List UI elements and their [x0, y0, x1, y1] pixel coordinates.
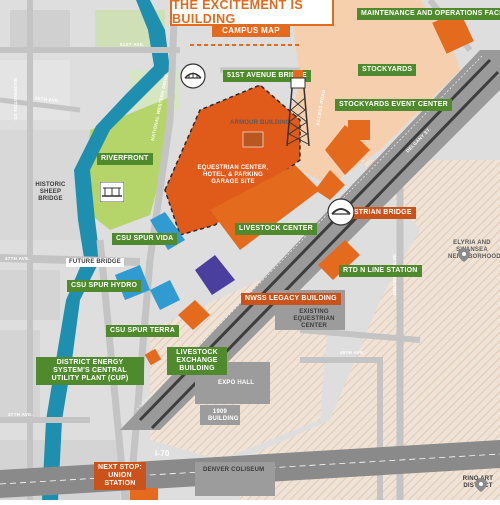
label-district-energy: DISTRICT ENERGY SYSTEM'S CENTRAL UTILITY… — [36, 357, 144, 385]
label-maintenance: MAINTENANCE AND OPERATIONS FACILITY — [357, 8, 500, 20]
map-subtitle: CAMPUS MAP — [212, 24, 290, 37]
label-livestock-center: LIVESTOCK CENTER — [235, 223, 317, 235]
label-rtd-station: RTD N LINE STATION — [339, 265, 422, 277]
street-label: 46TH AVE. — [340, 350, 365, 355]
building — [348, 120, 370, 140]
label-coliseum: DENVER COLISEUM — [203, 467, 265, 473]
label-stockyards-event: STOCKYARDS EVENT CENTER — [335, 99, 452, 111]
label-1909: 1909 BUILDING — [208, 409, 239, 422]
label-stockyards: STOCKYARDS — [358, 64, 417, 76]
label-next-stop: NEXT STOP: UNION STATION — [94, 462, 146, 490]
coliseum-building — [195, 462, 275, 496]
block — [0, 130, 90, 240]
rtd-station — [318, 240, 360, 280]
livestock-exchange — [178, 300, 210, 330]
legacy-building — [195, 255, 235, 295]
block — [0, 60, 70, 120]
block — [0, 330, 40, 420]
label-csu-hydro: CSU SPUR HYDRO — [67, 280, 142, 292]
label-csu-vida: CSU SPUR VIDA — [112, 233, 178, 245]
block — [10, 10, 70, 48]
location-pin-icon — [475, 478, 487, 492]
stockyards-area — [290, 0, 460, 185]
street-label: 51ST AVE. — [120, 42, 145, 47]
label-51st-bridge: 51ST AVENUE BRIDGE — [223, 70, 311, 82]
location-pin-icon — [458, 248, 470, 262]
label-historic-bridge: HISTORIC SHEEP BRIDGE — [35, 182, 66, 202]
stockyards-event-center — [325, 125, 370, 175]
road — [0, 97, 81, 113]
cup-building — [144, 348, 162, 366]
map-title: THE EXCITEMENT IS BUILDING — [170, 0, 334, 26]
street-label: 47TH AVE. — [8, 412, 33, 417]
armour-building — [242, 131, 264, 148]
label-existing-equestrian: EXISTING EQUESTRIAN CENTER — [293, 309, 335, 329]
label-future-bridge: FUTURE BRIDGE — [66, 258, 124, 267]
label-armour: ARMOUR BUILDING — [230, 120, 291, 126]
train — [130, 488, 158, 500]
label-legacy: NWSS LEGACY BUILDING — [241, 293, 341, 305]
csu-terra-building — [150, 280, 180, 310]
street-label: WASHINGTON ST. — [13, 78, 18, 121]
label-i70: I-70 — [155, 449, 170, 458]
bridge-icon — [180, 63, 206, 89]
label-riverfront: RIVERFRONT — [97, 153, 153, 165]
pedestrian-bridge-icon — [327, 198, 355, 226]
sheep-bridge-icon — [100, 182, 124, 202]
label-equestrian-site: EQUESTRIAN CENTER, HOTEL, & PARKING GARA… — [197, 165, 269, 185]
label-elyria: ELYRIA AND SWANSEA NEIGHBORHOODS — [448, 240, 500, 260]
hatched-zone — [240, 160, 500, 500]
street-label: 47TH AVE. — [5, 256, 30, 261]
maintenance-building — [432, 10, 474, 54]
rail-corridor — [120, 50, 500, 430]
tower-icon — [286, 70, 310, 146]
label-expo-hall: EXPO HALL — [218, 380, 255, 386]
building — [315, 170, 345, 200]
building-1909 — [200, 405, 240, 425]
label-csu-terra: CSU SPUR TERRA — [106, 325, 180, 337]
label-livestock-exchange: LIVESTOCK EXCHANGE BUILDING — [167, 347, 227, 375]
